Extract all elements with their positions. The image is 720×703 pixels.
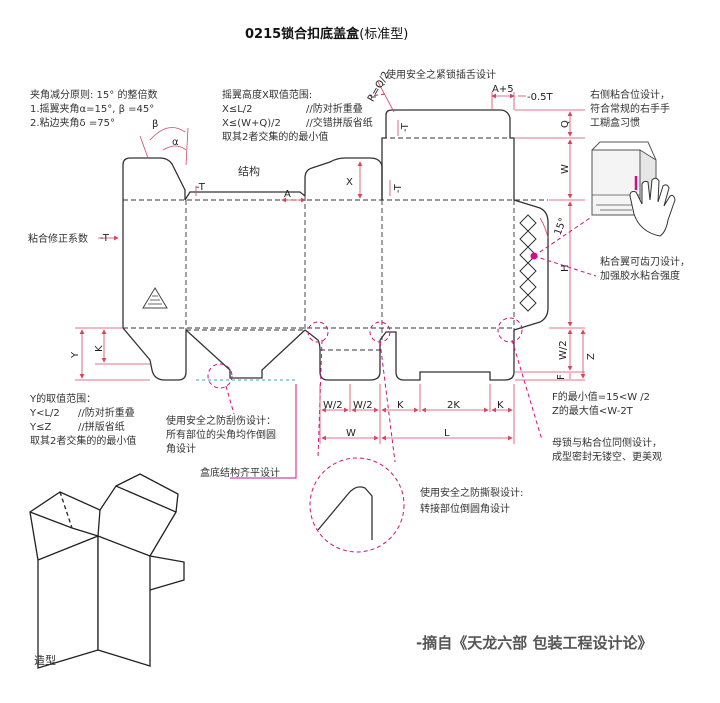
zoom-circle-tear bbox=[309, 457, 405, 553]
connector-motherlock bbox=[511, 339, 543, 441]
connector-bottom-level bbox=[230, 384, 297, 479]
note-glue-flap-1: 粘合翼可齿刀设计， bbox=[600, 255, 690, 268]
dim-x: X bbox=[346, 177, 353, 188]
glue-flap-teeth bbox=[519, 214, 537, 312]
dim-y: Y bbox=[70, 351, 81, 359]
dim-k-b: K bbox=[497, 400, 504, 411]
note-swing-1-comment: //防对折重叠 bbox=[306, 102, 363, 115]
dim-alpha: α bbox=[172, 137, 179, 148]
dim-a: A bbox=[284, 189, 291, 200]
note-y-3: 取其2者交集的的最小值 bbox=[30, 434, 136, 447]
note-swing-title: 摇翼高度X取值范围: bbox=[222, 88, 312, 101]
dim-a5: A+5 bbox=[492, 84, 514, 95]
note-y-1: Y<L/2 bbox=[29, 408, 60, 419]
dim-h: H bbox=[560, 264, 571, 272]
note-right-glue-1: 右侧粘合位设计， bbox=[590, 88, 670, 101]
dim-minus-t-mid: -T bbox=[393, 183, 404, 193]
page-title: 0215锁合扣底盖盒(标准型) bbox=[245, 26, 408, 42]
note-y-title: Y的取值范围： bbox=[29, 392, 96, 405]
note-y-2-comment: //拼版省纸 bbox=[78, 420, 125, 433]
glue-point-marker bbox=[530, 252, 538, 260]
dim-minus-t-top: -T bbox=[400, 122, 411, 132]
note-y-2: Y≤Z bbox=[29, 422, 51, 433]
box-3d-illustration bbox=[29, 473, 185, 669]
dim-f: F bbox=[556, 374, 567, 380]
label-shape: 造型 bbox=[34, 653, 56, 667]
zoom-connector-right bbox=[379, 341, 396, 463]
dim-w2-a: W/2 bbox=[323, 400, 343, 411]
note-y-1-comment: //防对折重叠 bbox=[78, 406, 135, 419]
note-fz-1: F的最小值=15<W /2 bbox=[552, 390, 650, 403]
note-fz-2: Z的最大值<W-2T bbox=[552, 404, 634, 417]
note-scratch-2: 所有部位的尖角均作倒圆 bbox=[166, 428, 276, 441]
dim-2k: 2K bbox=[447, 400, 460, 411]
connector-scratch bbox=[225, 385, 235, 415]
note-angle-rule-3: 2.粘边夹角δ =75° bbox=[30, 116, 115, 129]
note-scratch-3: 角设计 bbox=[166, 442, 196, 455]
note-safety-tongue: 使用安全之紧锁插舌设计 bbox=[386, 68, 496, 81]
note-angle-rule-2: 1.摇翼夹角α=15°, β =45° bbox=[30, 102, 154, 115]
dim-k-left: K bbox=[94, 345, 105, 352]
label-structure: 结构 bbox=[238, 164, 260, 178]
highlight-circle-motherlock bbox=[497, 317, 523, 343]
note-motherlock-1: 母锁与粘合位同侧设计， bbox=[552, 436, 662, 449]
dim-w-bottom: W bbox=[346, 428, 356, 439]
dieline-cut-lines bbox=[122, 109, 549, 381]
hand-box-illustration bbox=[591, 141, 676, 237]
connector-glue-flap bbox=[533, 255, 597, 277]
note-bottom-level: 盒底结构齐平设计 bbox=[200, 466, 280, 479]
dim-minus-t-glue: -T bbox=[100, 233, 110, 244]
dim-w2-b: W/2 bbox=[353, 400, 373, 411]
dim-q: Q bbox=[560, 120, 571, 128]
dim-l: L bbox=[444, 428, 450, 439]
note-swing-3: 取其2者交集的的最小值 bbox=[222, 130, 328, 143]
dim-minus-05t: -0.5T bbox=[527, 92, 554, 103]
note-right-glue-3: 工糊盒习惯 bbox=[590, 116, 640, 129]
source-attribution: -摘自《天龙六部 包装工程设计论》 bbox=[416, 634, 652, 652]
dimension-lines bbox=[75, 81, 586, 444]
note-swing-2-comment: //交错拼版省纸 bbox=[306, 116, 373, 129]
highlight-circle-scratch bbox=[207, 363, 233, 389]
note-glue-coef: 粘合修正系数 bbox=[28, 232, 88, 245]
dim-beta: β bbox=[152, 119, 158, 130]
note-tear-2: 转接部位倒圆角设计 bbox=[420, 502, 510, 515]
dim-k-a: K bbox=[397, 400, 404, 411]
dieline-fold-lines bbox=[123, 137, 548, 351]
zoom-detail-corner bbox=[317, 486, 373, 540]
note-swing-2: X≤(W+Q)/2 bbox=[222, 118, 281, 129]
note-glue-flap-2: 加强胶水粘合强度 bbox=[600, 269, 680, 282]
note-scratch-1: 使用安全之防刮伤设计： bbox=[166, 414, 276, 427]
connector-tongue bbox=[369, 93, 386, 97]
note-angle-rule-1: 夹角减分原则: 15° 的整倍数 bbox=[30, 88, 157, 101]
dim-w-right: W bbox=[560, 164, 571, 174]
highlight-circle-tear bbox=[307, 321, 329, 343]
note-swing-1: X≤L/2 bbox=[222, 104, 253, 115]
note-tear-1: 使用安全之防撕裂设计: bbox=[420, 486, 523, 499]
connector-glue-right bbox=[533, 217, 591, 257]
note-motherlock-2: 成型密封无镂空、更美观 bbox=[552, 450, 662, 463]
dim-deg15: 15° bbox=[553, 216, 569, 236]
dim-z: Z bbox=[586, 353, 597, 360]
note-right-glue-2: 符合常规的右手手 bbox=[590, 102, 670, 115]
dim-w2-right: W/2 bbox=[558, 340, 569, 360]
dim-minus-t-left: -T bbox=[196, 182, 206, 193]
recycle-triangle-icon bbox=[142, 287, 168, 309]
